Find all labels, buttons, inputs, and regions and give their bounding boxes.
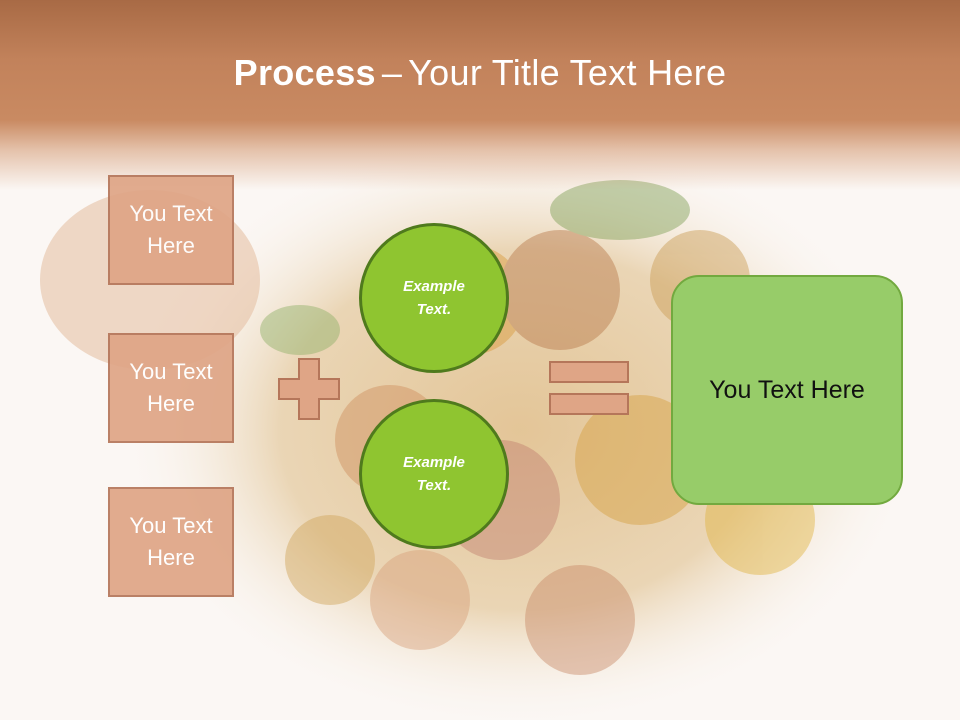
title-bar — [0, 0, 960, 190]
input-box-3-line2: Here — [147, 545, 195, 570]
result-box-text: You Text Here — [709, 375, 865, 404]
example-circle-1-line1: Example — [403, 278, 465, 295]
example-circle-2-line2: Text. — [416, 477, 452, 494]
title-separator: – — [381, 52, 403, 93]
input-box-2-line1: You Text — [129, 359, 213, 384]
result-box[interactable]: You Text Here — [671, 275, 903, 505]
page-title: Process–Your Title Text Here — [0, 52, 960, 94]
example-circle-2-line1: Example — [403, 454, 465, 471]
input-box-1-line2: Here — [147, 233, 195, 258]
plus-icon — [278, 358, 340, 420]
title-rest: Your Title Text Here — [408, 52, 727, 93]
input-box-2-line2: Here — [147, 391, 195, 416]
input-box-1-line1: You Text — [129, 201, 213, 226]
equals-icon — [549, 361, 629, 415]
example-circle-1-line2: Text. — [416, 301, 452, 318]
title-bold: Process — [233, 52, 376, 93]
input-box-3-line1: You Text — [129, 513, 213, 538]
